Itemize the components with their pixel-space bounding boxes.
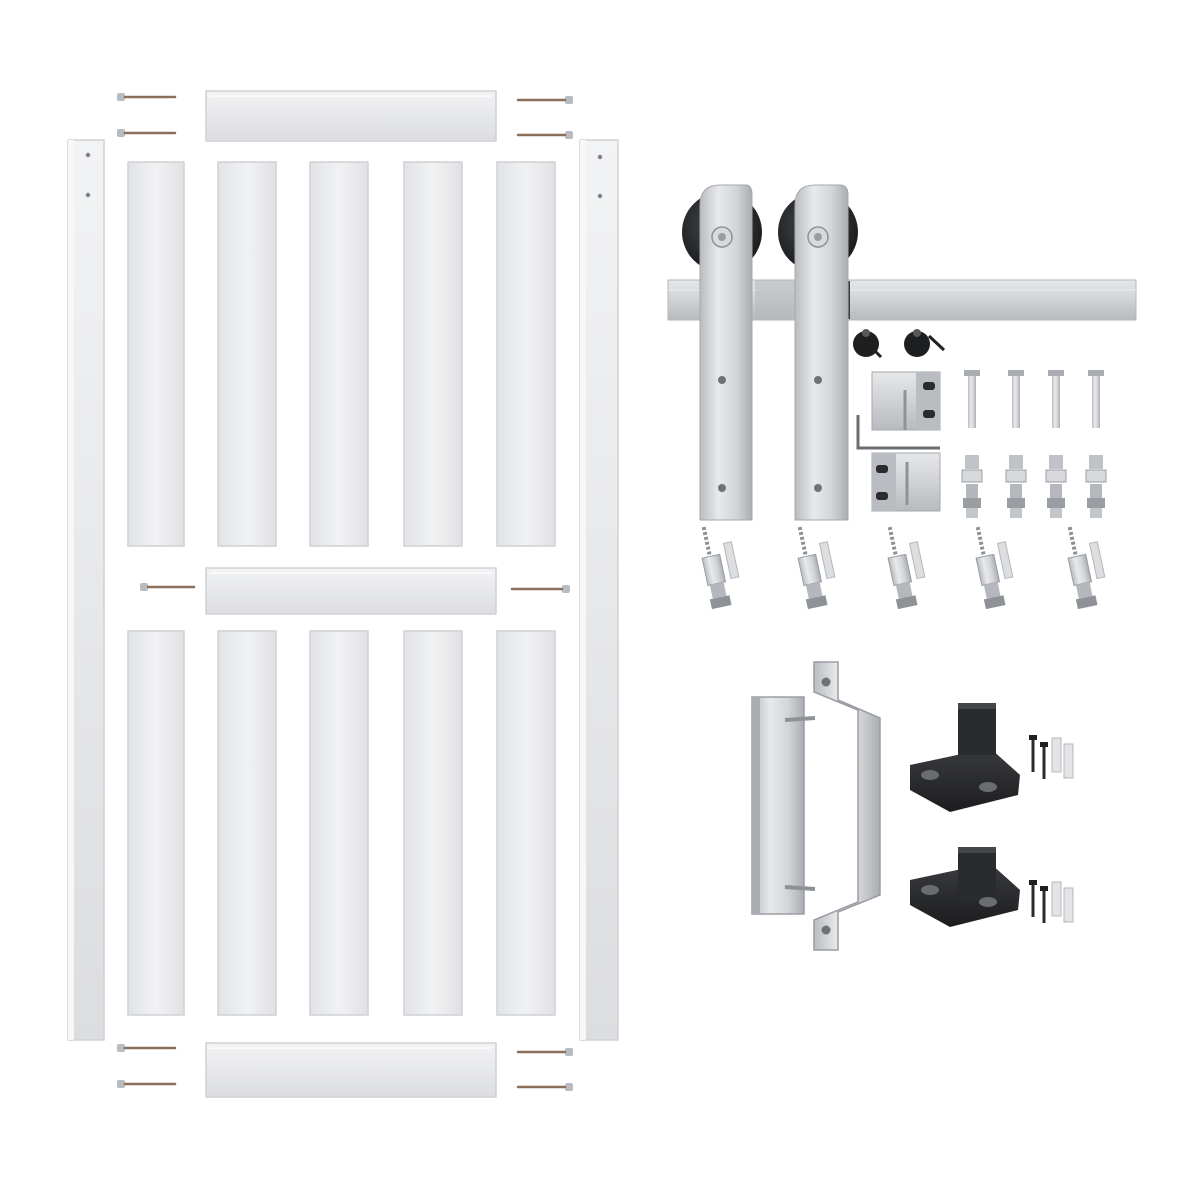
door-rail-bottom <box>205 1042 497 1098</box>
track-hardware <box>667 184 1137 610</box>
door-panel <box>217 161 277 547</box>
anti-jump-block-bottom <box>871 452 941 512</box>
anti-jump-block-top <box>871 371 941 431</box>
door-screws <box>117 93 573 1091</box>
screw-icon <box>117 1080 177 1088</box>
screw-icon <box>117 93 177 101</box>
screw-icon <box>1029 880 1037 917</box>
anti-jump-disc-icon <box>904 329 946 357</box>
screw-icon <box>117 1044 177 1052</box>
anchor-icon <box>1051 881 1062 917</box>
screw-icon <box>510 585 570 593</box>
screw-icon <box>140 583 196 591</box>
hanger-strap-right <box>794 184 849 521</box>
anchor-icon <box>1063 743 1074 779</box>
anti-jump-disc-icon <box>853 329 883 359</box>
lag-screw-icon <box>887 526 926 610</box>
door-kit <box>67 90 619 1098</box>
door-panel <box>496 161 556 547</box>
floor-guide-bottom <box>910 847 1020 927</box>
screw-icon <box>516 131 573 139</box>
bolt-icon <box>1088 370 1104 428</box>
spacer-bolts <box>964 370 1104 428</box>
guide-screw-set-top <box>1029 735 1074 779</box>
handle-grip <box>813 661 881 951</box>
anchor-icon <box>1063 887 1074 923</box>
door-rail-top <box>205 90 497 142</box>
spacer-nut-icon <box>961 455 983 518</box>
door-panel <box>496 630 556 1016</box>
guide-screw-set-bottom <box>1029 880 1074 923</box>
lag-screw-icon <box>1067 526 1106 610</box>
screw-icon <box>1029 735 1037 772</box>
spacer-nut-icon <box>1085 455 1107 518</box>
bolt-icon <box>964 370 980 428</box>
door-panels-upper <box>127 161 556 547</box>
door-panel <box>403 161 463 547</box>
door-panels-lower <box>127 630 556 1016</box>
screw-icon <box>117 129 177 137</box>
screw-icon <box>516 1083 573 1091</box>
lag-screws <box>701 526 1106 610</box>
spacer-assemblies <box>961 455 1107 518</box>
door-stile-left <box>67 139 105 1041</box>
door-panel <box>403 630 463 1016</box>
screw-icon <box>1040 886 1048 923</box>
anchor-icon <box>1051 737 1062 773</box>
screw-icon <box>516 1048 573 1056</box>
floor-guides <box>910 703 1074 927</box>
hanger-strap-left <box>699 184 753 521</box>
hex-key-icon <box>856 415 940 450</box>
door-panel <box>217 630 277 1016</box>
door-rail-middle <box>205 567 497 615</box>
door-stile-right <box>579 139 619 1041</box>
door-panel <box>309 630 369 1016</box>
spacer-nut-icon <box>1045 455 1067 518</box>
screw-icon <box>516 96 573 104</box>
bolt-icon <box>1008 370 1024 428</box>
handle-backplate <box>751 696 805 915</box>
lag-screw-icon <box>797 526 836 610</box>
door-panel <box>127 161 185 547</box>
pull-handle <box>751 661 881 951</box>
door-panel <box>127 630 185 1016</box>
lag-screw-icon <box>975 526 1014 610</box>
floor-guide-top <box>910 703 1020 812</box>
bolt-icon <box>1048 370 1064 428</box>
screw-icon <box>1040 742 1048 779</box>
spacer-nut-icon <box>1005 455 1027 518</box>
lag-screw-icon <box>701 526 740 610</box>
door-panel <box>309 161 369 547</box>
